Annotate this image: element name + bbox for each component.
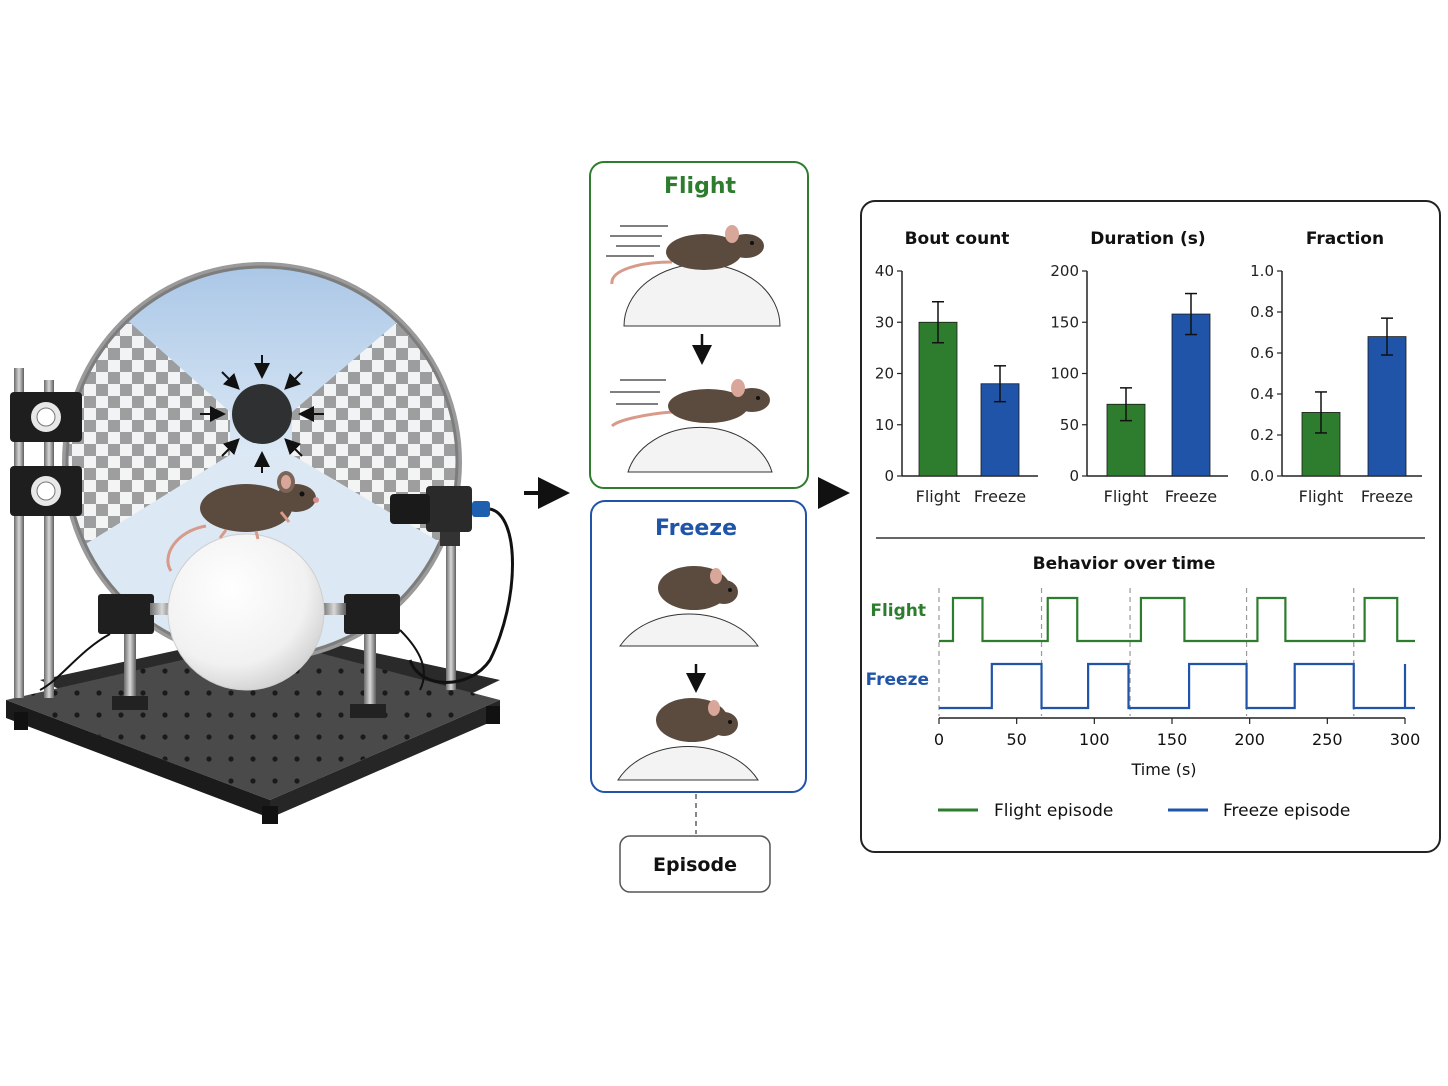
y-tick-label: 0 — [884, 467, 894, 485]
time-axis-label: Time (s) — [1130, 760, 1196, 779]
category-label: Freeze — [1361, 487, 1413, 506]
y-tick-label: 0.6 — [1250, 344, 1274, 362]
legend-freeze-label: Freeze episode — [1223, 801, 1350, 821]
mouse-on-ball — [166, 471, 319, 572]
category-label: Flight — [1104, 487, 1149, 506]
time-tick-label: 0 — [934, 730, 944, 749]
y-tick-label: 150 — [1050, 313, 1079, 331]
treadmill-ball — [167, 533, 325, 691]
freeze-panel: Freeze — [590, 500, 807, 793]
bar-chart-title: Fraction — [1306, 229, 1384, 249]
time-tick-label: 300 — [1390, 730, 1421, 749]
category-label: Flight — [1299, 487, 1344, 506]
freeze-mouse-bottom — [617, 698, 759, 781]
camera — [390, 486, 514, 684]
freeze-mouse-top — [619, 566, 759, 647]
time-tick-label: 100 — [1079, 730, 1110, 749]
y-tick-label: 10 — [875, 416, 894, 434]
bar-chart-title: Duration (s) — [1090, 229, 1205, 249]
category-label: Freeze — [1165, 487, 1217, 506]
time-tick-label: 250 — [1312, 730, 1343, 749]
optical-breadboard — [6, 630, 500, 824]
y-tick-label: 1.0 — [1250, 262, 1274, 280]
y-tick-label: 200 — [1050, 262, 1079, 280]
bar-flight — [918, 321, 958, 477]
flight-panel: Flight — [589, 161, 809, 489]
time-tick-label: 200 — [1234, 730, 1265, 749]
flight-trace — [939, 596, 1415, 643]
y-tick-label: 0.4 — [1250, 385, 1274, 403]
flight-mouse-bottom — [610, 379, 773, 473]
flight-trace-label: Flight — [870, 601, 926, 621]
y-tick-label: 0.0 — [1250, 467, 1274, 485]
category-label: Freeze — [974, 487, 1026, 506]
support-posts — [14, 368, 456, 718]
sensor-mounts — [10, 392, 82, 516]
y-tick-label: 20 — [875, 365, 894, 383]
y-tick-label: 30 — [875, 313, 894, 331]
y-tick-label: 50 — [1060, 416, 1079, 434]
looming-stimulus — [200, 355, 324, 473]
flight-panel-title: Flight — [664, 174, 737, 199]
episode-label: Episode — [653, 854, 737, 876]
y-tick-label: 100 — [1050, 365, 1079, 383]
freeze-trace — [939, 662, 1415, 710]
time-tick-label: 50 — [1006, 730, 1026, 749]
legend-flight-label: Flight episode — [994, 801, 1113, 821]
ball-bearing-holders — [39, 594, 425, 691]
y-tick-label: 40 — [875, 262, 894, 280]
apparatus-illustration — [6, 262, 514, 824]
bar-freeze — [1171, 313, 1211, 477]
bar-chart-title: Bout count — [905, 229, 1010, 249]
category-label: Flight — [916, 487, 961, 506]
flight-mouse-top — [606, 225, 781, 327]
time-tick-label: 150 — [1157, 730, 1188, 749]
timeline-title: Behavior over time — [1033, 554, 1216, 574]
results-panel — [860, 200, 1441, 853]
y-tick-label: 0 — [1069, 467, 1079, 485]
y-tick-label: 0.8 — [1250, 303, 1274, 321]
timeline-legend: Flight episode Freeze episode — [938, 801, 1350, 821]
freeze-trace-label: Freeze — [866, 670, 929, 690]
episode-box: Episode — [619, 835, 771, 893]
bar-freeze — [1367, 336, 1407, 477]
y-tick-label: 0.2 — [1250, 426, 1274, 444]
freeze-panel-title: Freeze — [655, 516, 737, 541]
